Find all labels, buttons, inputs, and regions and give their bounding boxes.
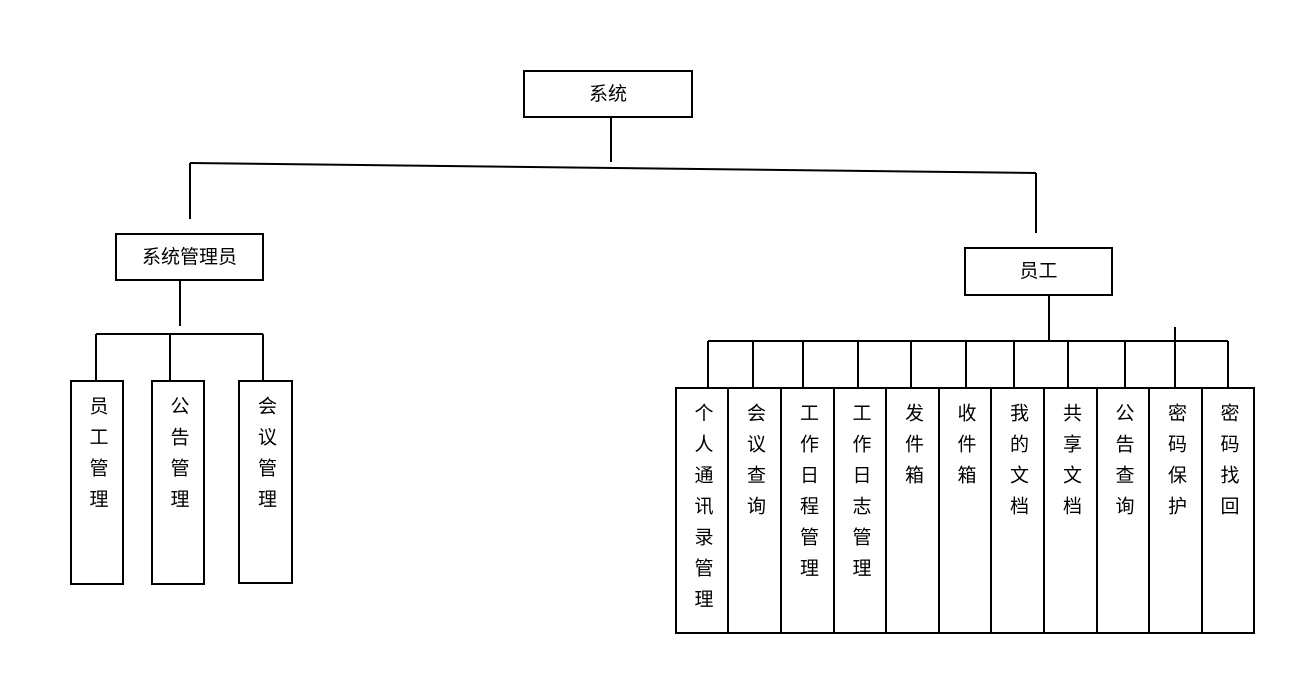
employee-child-notice-query: 公告查询 bbox=[1096, 387, 1150, 634]
admin-child-notice-management: 公告管理 bbox=[151, 380, 205, 585]
admin-child-label: 会议管理 bbox=[255, 396, 277, 520]
employee-child-label: 共享文档 bbox=[1060, 403, 1082, 527]
employee-child-label: 密码保护 bbox=[1165, 403, 1187, 527]
employee-child-label: 发件箱 bbox=[902, 403, 924, 496]
employee-child-label: 公告查询 bbox=[1112, 403, 1135, 527]
admin-node-label: 系统管理员 bbox=[141, 245, 237, 268]
employee-child-label: 个人通讯录管理 bbox=[691, 403, 714, 620]
employee-child-password-protect: 密码保护 bbox=[1148, 387, 1203, 634]
root-node: 系统 bbox=[523, 70, 693, 118]
top-branch-line bbox=[189, 162, 1037, 174]
employee-child-label: 工作日志管理 bbox=[849, 403, 872, 589]
employee-child-my-documents: 我的文档 bbox=[990, 387, 1045, 634]
admin-child-staff-management: 员工管理 bbox=[70, 380, 124, 585]
root-node-label: 系统 bbox=[588, 82, 627, 105]
employee-child-label: 我的文档 bbox=[1007, 403, 1029, 527]
employee-child-label: 密码找回 bbox=[1217, 403, 1240, 527]
employee-child-label: 会议查询 bbox=[744, 403, 766, 527]
employee-child-schedule: 工作日程管理 bbox=[780, 387, 835, 634]
admin-node: 系统管理员 bbox=[115, 233, 264, 281]
employee-child-outbox: 发件箱 bbox=[885, 387, 940, 634]
employee-node: 员工 bbox=[964, 247, 1113, 296]
admin-child-label: 公告管理 bbox=[167, 396, 190, 520]
admin-child-meeting-management: 会议管理 bbox=[238, 380, 293, 584]
employee-child-label: 工作日程管理 bbox=[797, 403, 819, 589]
employee-child-work-log: 工作日志管理 bbox=[833, 387, 887, 634]
employee-child-label: 收件箱 bbox=[954, 403, 977, 496]
employee-child-contacts: 个人通讯录管理 bbox=[675, 387, 729, 634]
employee-child-password-recover: 密码找回 bbox=[1201, 387, 1255, 634]
employee-node-label: 员工 bbox=[1019, 260, 1058, 282]
employee-child-meeting-query: 会议查询 bbox=[727, 387, 782, 634]
admin-child-label: 员工管理 bbox=[86, 396, 109, 520]
employee-child-shared-documents: 共享文档 bbox=[1043, 387, 1098, 634]
employee-child-inbox: 收件箱 bbox=[938, 387, 992, 634]
